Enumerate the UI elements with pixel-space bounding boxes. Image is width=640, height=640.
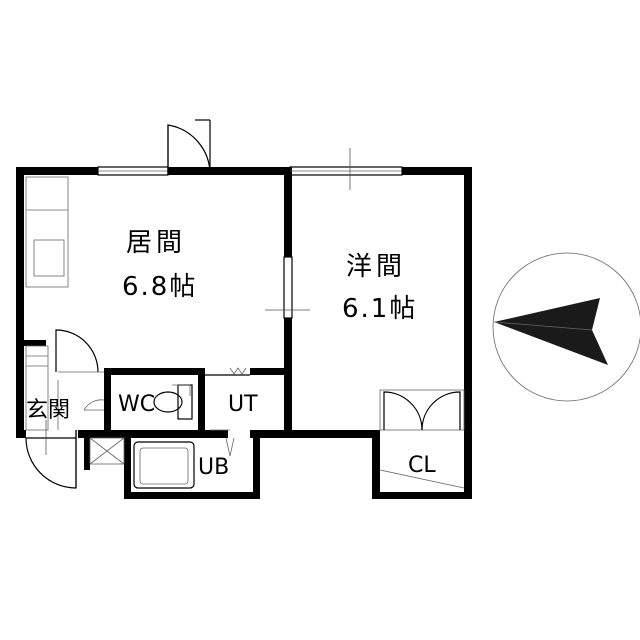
entrance-label: 玄関 bbox=[26, 398, 71, 423]
living-room-name: 居間 bbox=[126, 228, 187, 258]
entrance-area bbox=[25, 329, 105, 489]
toilet bbox=[153, 384, 193, 420]
closet-doors bbox=[379, 389, 465, 489]
living-room-size: 6.8帖 bbox=[122, 272, 198, 302]
balcony-door bbox=[167, 119, 211, 176]
ub-label: UB bbox=[198, 455, 230, 480]
ut-label: UT bbox=[228, 392, 258, 417]
western-room-size: 6.1帖 bbox=[342, 294, 418, 324]
walls bbox=[16, 167, 472, 499]
western-room-name: 洋間 bbox=[346, 252, 407, 282]
bathtub bbox=[133, 441, 195, 489]
north-arrow-icon bbox=[492, 252, 640, 402]
shoe-box bbox=[89, 437, 125, 465]
wc-label: WC bbox=[118, 392, 156, 417]
kitchen-counter bbox=[25, 176, 69, 288]
utility-door bbox=[205, 367, 250, 457]
cl-label: CL bbox=[408, 453, 436, 478]
windows bbox=[97, 148, 403, 319]
